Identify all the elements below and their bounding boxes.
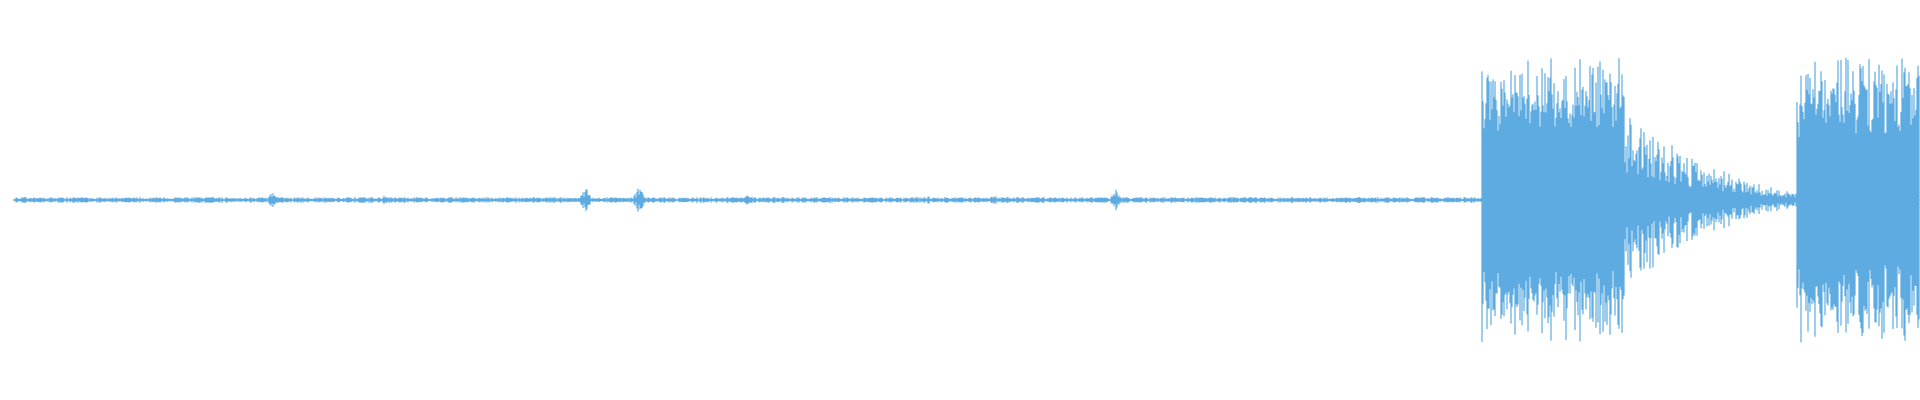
waveform-path [13,57,1920,343]
waveform-bars [13,57,1920,343]
